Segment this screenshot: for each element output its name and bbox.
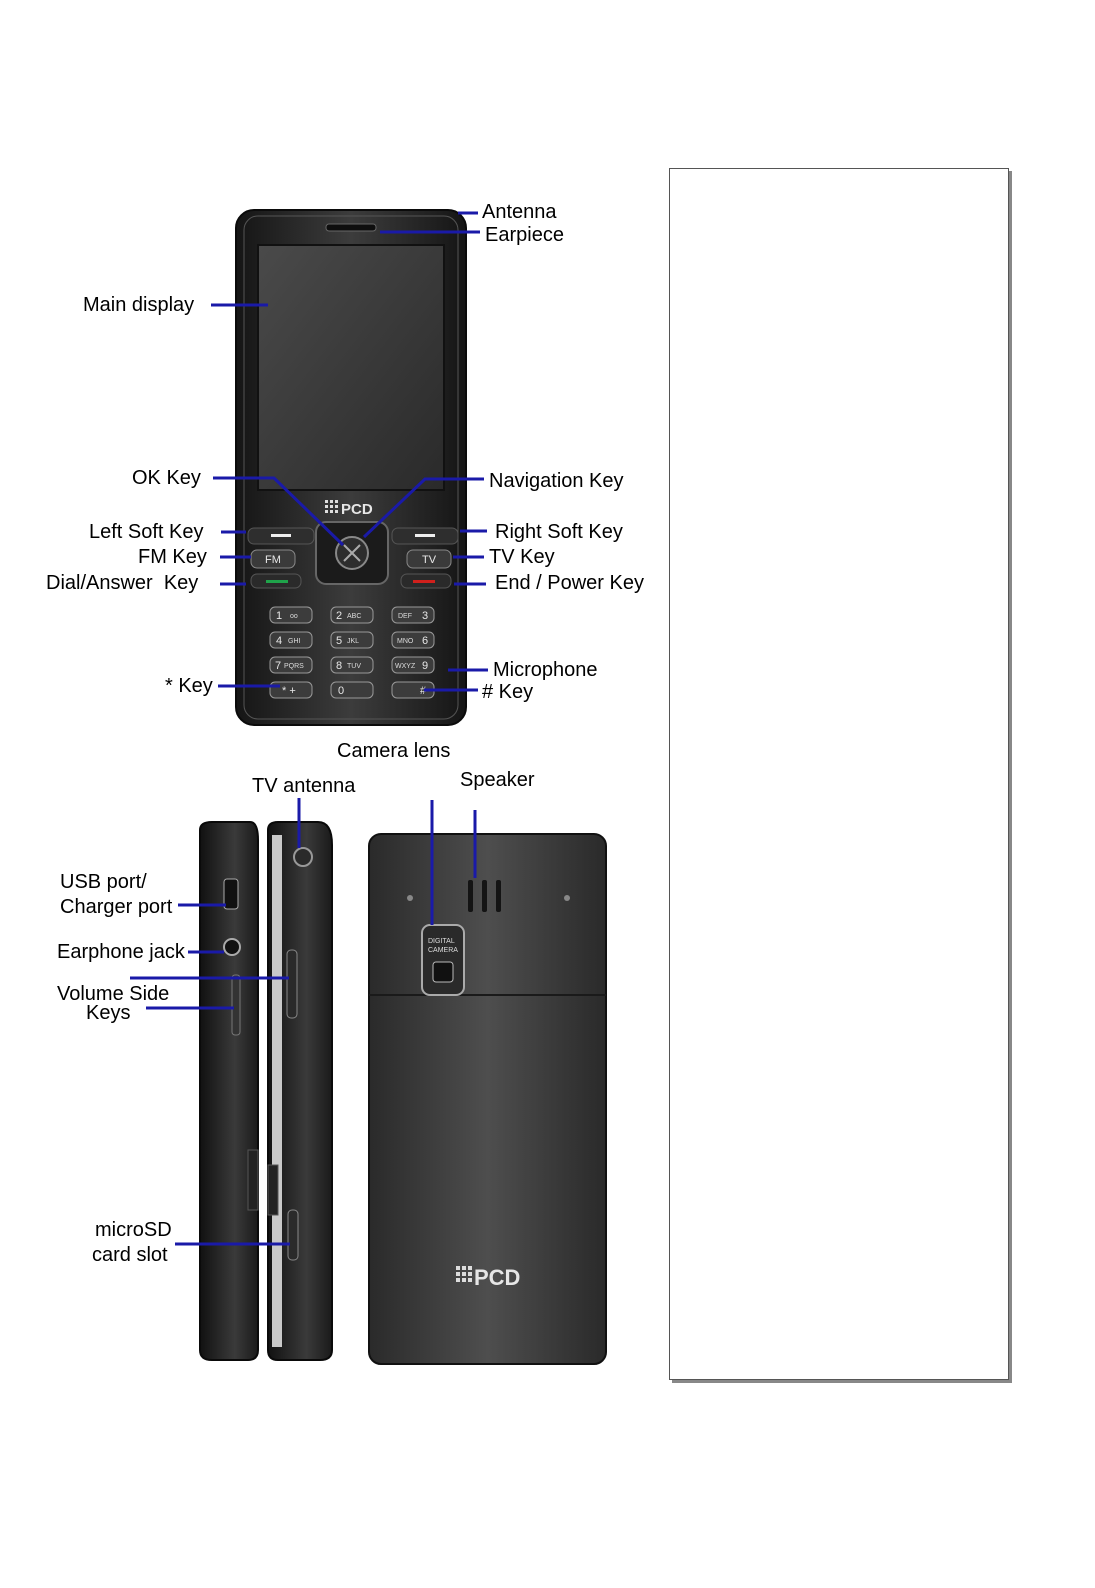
label-tv-antenna: TV antenna [252,775,356,797]
label-volume-2: Keys [86,1002,130,1024]
key-7 [269,656,313,674]
pcd-logo-back: PCD [456,1265,520,1290]
fm-key [250,549,296,569]
label-volume-1: Volume Side [57,983,169,1005]
key-4-sub: GHI [288,638,301,645]
tv-key-text: TV [422,554,437,566]
bottom-leaders [130,798,477,1246]
phone-side-left [199,821,259,1361]
keypad: 1 oo 2 ABC DEF 3 4 GHI 5 JKL MNO 6 7 PQR… [269,606,435,699]
pcd-logo-front: PCD [325,500,373,518]
key-3-num: 3 [422,610,428,622]
key-7-sub: PQRS [284,663,304,670]
pcd-logo-back-text: PCD [474,1265,520,1290]
key-0-text: 0 [338,685,344,697]
key-8-sub: TUV [347,663,361,670]
key-2 [330,606,374,624]
key-3 [391,606,435,624]
label-antenna: Antenna [482,201,557,223]
speaker-grille [468,880,501,912]
camera-module [421,924,465,996]
camera-text-2: CAMERA [428,947,458,954]
fm-key-text: FM [265,554,281,566]
key-2-sub: ABC [347,613,361,620]
tv-key [406,549,452,569]
key-6 [391,631,435,649]
key-4 [269,631,313,649]
key-1 [269,606,313,624]
key-3-sub: DEF [398,613,412,620]
label-microsd-2: card slot [92,1244,168,1266]
usb-port [223,878,239,910]
camera-lens [432,961,454,983]
tv-antenna-knob [293,847,313,867]
label-navigation-key: Navigation Key [489,470,624,492]
key-1-sub: oo [290,613,298,620]
label-end-power-key: End / Power Key [495,572,644,594]
microsd-slot [287,1209,299,1261]
phone-back: DIGITAL CAMERA PCD [368,833,607,1365]
label-tv-key: TV Key [489,546,555,568]
earphone-jack [223,938,241,956]
front-leaders [211,211,488,692]
label-fm-key: FM Key [138,546,207,568]
key-5-sub: JKL [347,638,359,645]
front-labels: Antenna Earpiece Main display OK Key Nav… [46,201,644,703]
label-usb-port-2: Charger port [60,896,173,918]
label-ok-key: OK Key [132,467,201,489]
phone-side-right [267,821,333,1361]
key-9 [391,656,435,674]
main-display [257,244,445,491]
key-2-num: 2 [336,610,342,622]
label-left-soft-key: Left Soft Key [89,521,204,543]
key-5 [330,631,374,649]
label-earpiece: Earpiece [485,224,564,246]
key-5-num: 5 [336,635,342,647]
volume-side-keys [286,949,298,1019]
label-microsd-1: microSD [95,1219,172,1241]
label-right-soft-key: Right Soft Key [495,521,623,543]
label-earphone-jack: Earphone jack [57,941,186,963]
key-7-num: 7 [275,660,281,672]
key-6-num: 6 [422,635,428,647]
key-8-num: 8 [336,660,342,672]
label-camera-lens: Camera lens [337,740,450,762]
key-6-sub: MNO [397,638,414,645]
earpiece-slot [325,223,377,232]
key-4-num: 4 [276,635,282,647]
key-0 [330,681,374,699]
label-star-key: * Key [165,675,213,697]
key-9-sub: WXYZ [395,663,416,670]
label-speaker: Speaker [460,769,535,791]
key-star [269,681,313,699]
label-usb-port-1: USB port/ [60,871,147,893]
phone-front: PCD FM TV 1 oo 2 ABC DEF 3 [235,209,467,726]
label-dial-answer-key: Dial/Answer Key [46,572,198,594]
empty-side-panel [669,168,1009,1380]
label-hash-key: # Key [482,681,533,703]
bottom-labels: Camera lens TV antenna Speaker USB port/… [57,740,535,1266]
key-star-text: * + [282,685,296,697]
key-1-num: 1 [276,610,282,622]
camera-text-1: DIGITAL [428,938,455,945]
key-9-num: 9 [422,660,428,672]
label-microphone: Microphone [493,659,598,681]
pcd-logo-front-text: PCD [341,501,373,518]
key-hash-text: # [420,685,427,697]
key-8 [330,656,374,674]
label-main-display: Main display [83,294,194,316]
